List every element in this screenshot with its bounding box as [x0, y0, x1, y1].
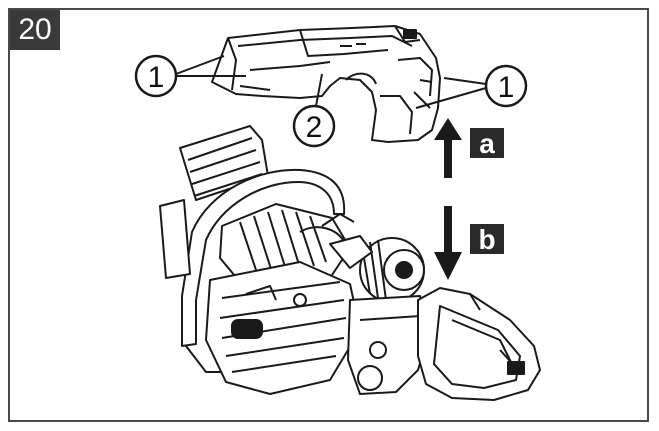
- arrow-down-b: [434, 206, 462, 280]
- callout-1-left: 1: [134, 54, 178, 98]
- callout-2: 2: [292, 104, 336, 148]
- svg-text:1: 1: [498, 71, 515, 104]
- callout-1-right: 1: [484, 64, 528, 108]
- chainsaw-body-drawing: [159, 125, 541, 401]
- label-b-tag: b: [470, 224, 504, 255]
- label-a-tag: a: [470, 128, 504, 159]
- svg-text:a: a: [479, 128, 495, 159]
- callout-leaders: [175, 55, 487, 109]
- arrow-up-a: [434, 118, 462, 178]
- svg-text:1: 1: [148, 61, 165, 94]
- step-number-badge: 20: [10, 10, 60, 50]
- svg-text:b: b: [478, 224, 495, 255]
- top-cover-drawing: [211, 25, 441, 143]
- svg-text:2: 2: [306, 111, 323, 144]
